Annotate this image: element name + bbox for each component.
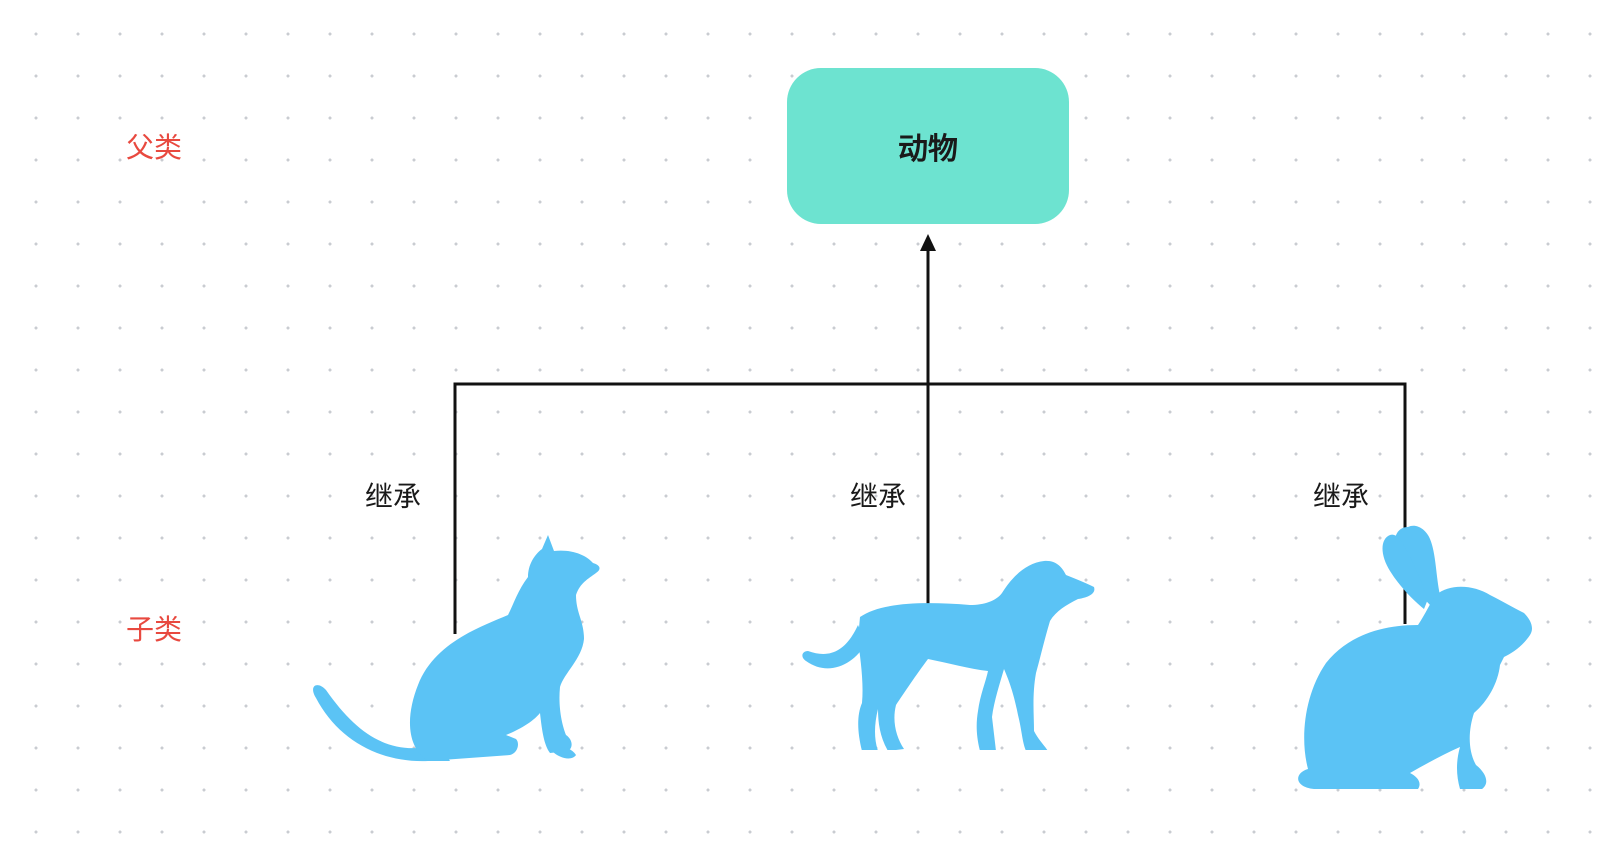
cat-icon [313,535,600,762]
dog-icon [802,560,1095,750]
parent-class-node[interactable]: 动物 [787,68,1069,224]
child-tier-label: 子类 [126,613,183,646]
edge-label-rabbit: 继承 [1313,480,1370,513]
parent-class-label: 动物 [898,132,958,167]
edge-label-dog: 继承 [850,480,907,513]
parent-tier-label: 父类 [126,131,183,164]
arrowhead [920,234,936,251]
rabbit-icon [1298,525,1532,789]
connector-cat [453,382,928,634]
edge-label-cat: 继承 [365,480,422,513]
